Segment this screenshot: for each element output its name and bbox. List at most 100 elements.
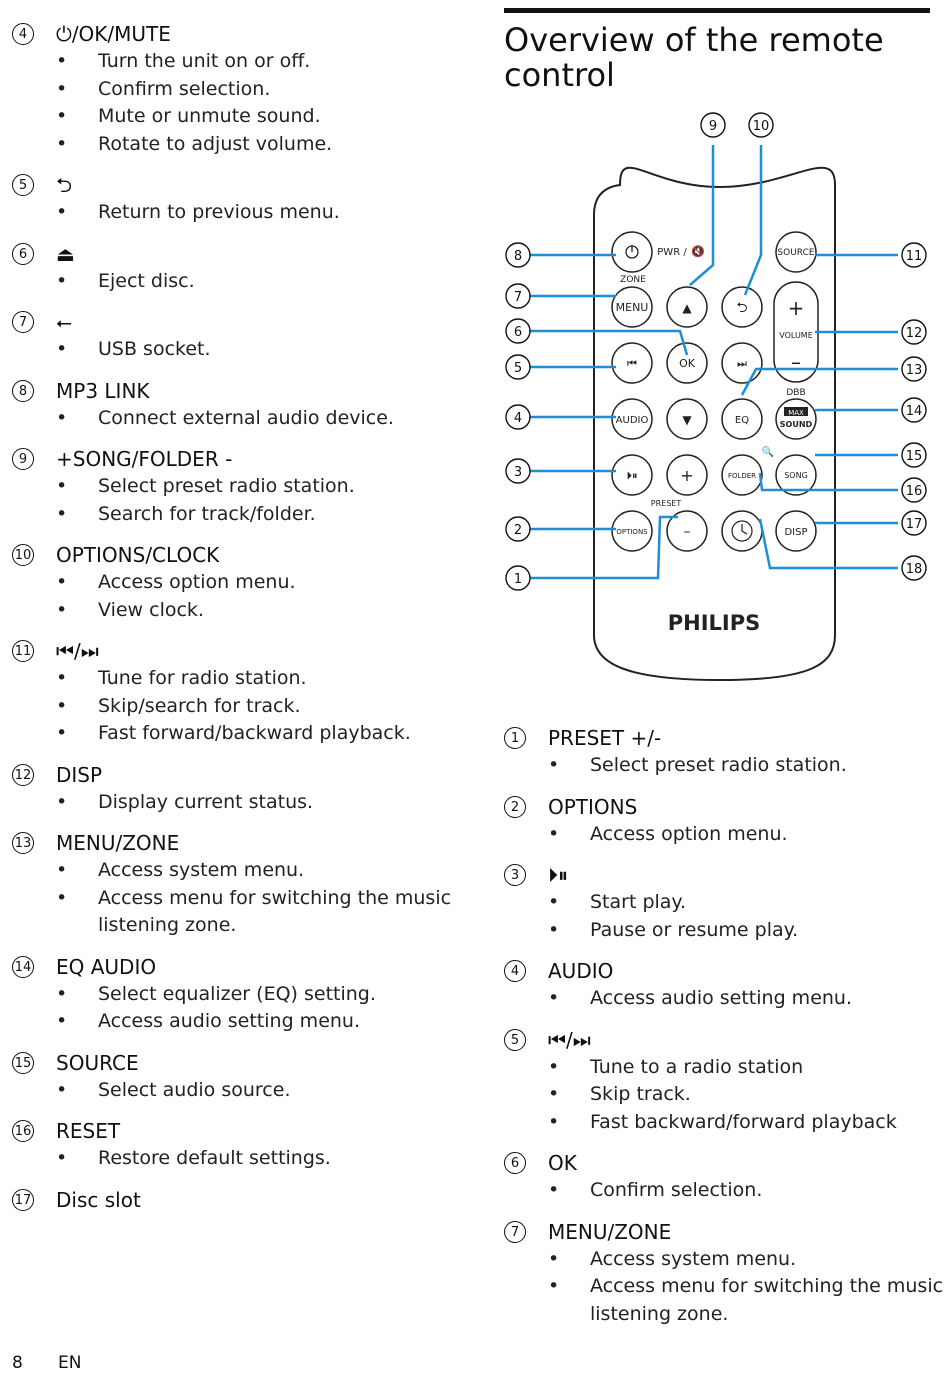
left-column: 4⏻/OK/MUTETurn the unit on or off.Confir… xyxy=(12,20,482,1227)
folder-label: FOLDER xyxy=(728,472,756,480)
callout-number: 2 xyxy=(514,523,522,538)
dbb-label: DBB xyxy=(786,388,805,398)
preset-label: PRESET xyxy=(651,499,682,508)
item-label: ⏻/OK/MUTE xyxy=(56,22,171,46)
callout-number: 15 xyxy=(906,449,923,464)
item-number-badge: 1 xyxy=(504,727,526,749)
item-number-badge: 6 xyxy=(12,242,34,265)
item-number-badge: 5 xyxy=(12,174,34,196)
list-item: 12DISPDisplay current status. xyxy=(12,761,482,830)
bullet-text: Fast backward/forward playback xyxy=(504,1109,944,1137)
item-heading: 5⮌ xyxy=(12,171,482,199)
sound-label: SOUND xyxy=(780,420,813,429)
callout-number: 5 xyxy=(514,361,522,376)
mute-icon: 🔇 xyxy=(691,245,705,258)
options-button xyxy=(611,510,653,552)
callout-badge xyxy=(505,565,531,591)
bullet-text: Skip track. xyxy=(504,1081,944,1109)
callout-number: 16 xyxy=(906,484,923,499)
bullet-text: Restore default settings. xyxy=(12,1145,482,1173)
item-label: +SONG/FOLDER - xyxy=(56,447,233,471)
play-pause-icon: ⏵⏸ xyxy=(627,469,638,482)
item-heading: 6⏏ xyxy=(12,240,482,268)
callout-number: 10 xyxy=(753,119,770,134)
bullet-text: Confirm selection. xyxy=(12,76,482,104)
bullet-text: Tune for radio station. xyxy=(12,665,482,693)
item-number-badge: 15 xyxy=(12,1051,34,1074)
item-label: EQ AUDIO xyxy=(56,954,157,979)
item-label: DISP xyxy=(56,762,103,787)
item-label: OPTIONS/CLOCK xyxy=(56,543,220,567)
list-item: 6OKConfirm selection. xyxy=(504,1149,944,1218)
item-label: ⮌ xyxy=(56,173,73,197)
list-item: 4AUDIOAccess audio setting menu. xyxy=(504,957,944,1026)
bullet-text: Turn the unit on or off. xyxy=(12,48,482,76)
dbb-button xyxy=(775,398,817,440)
next-icon: ⏭ xyxy=(737,357,747,370)
item-number-badge: 7 xyxy=(12,311,34,333)
callout-badge xyxy=(901,510,927,536)
bullet-text: Pause or resume play. xyxy=(504,917,944,945)
list-item: 15SOURCESelect audio source. xyxy=(12,1049,482,1118)
callout-badge xyxy=(901,319,927,345)
bullet-text: Access option menu. xyxy=(504,821,944,849)
list-item: 16 RESETRestore default settings. xyxy=(12,1117,482,1186)
callout-number: 14 xyxy=(906,404,923,419)
bullet-text: Access option menu. xyxy=(12,569,482,597)
item-heading: 11⏮/⏭ xyxy=(12,637,482,665)
item-heading: 3⏵⏸ xyxy=(504,861,944,889)
bullet-text: Start play. xyxy=(504,889,944,917)
list-item: 6⏏Eject disc. xyxy=(12,240,482,309)
item-label: Disc slot xyxy=(56,1187,141,1212)
vol-plus-label: + xyxy=(788,296,805,320)
list-item: 9 +SONG/FOLDER -Select preset radio stati… xyxy=(12,445,482,541)
bullet-text: Select preset radio station. xyxy=(12,473,482,501)
callout-badge xyxy=(505,283,531,309)
list-item: 7⭠USB socket. xyxy=(12,308,482,377)
item-label: ⏮/⏭ xyxy=(56,639,99,663)
callout-number: 13 xyxy=(906,363,923,378)
item-label: MENU/ZONE xyxy=(548,1219,672,1244)
item-heading: 5⏮/⏭ xyxy=(504,1026,944,1054)
clock-icon xyxy=(731,520,753,542)
bullet-text: Access menu for switching the music xyxy=(12,885,482,913)
item-number-badge: 6 xyxy=(504,1152,526,1174)
preset-plus-label: + xyxy=(680,466,693,485)
item-label: RESET xyxy=(56,1119,121,1143)
item-number-badge: 13 xyxy=(12,832,34,854)
callout-number: 7 xyxy=(514,290,522,305)
bullet-text: Access audio setting menu. xyxy=(504,985,944,1013)
list-item: 3⏵⏸Start play.Pause or resume play. xyxy=(504,861,944,957)
bullet-text: Access menu for switching the music xyxy=(504,1273,944,1301)
bullet-text: Mute or unmute sound. xyxy=(12,103,482,131)
item-number-badge: 2 xyxy=(504,795,526,818)
list-item: 4⏻/OK/MUTETurn the unit on or off.Confir… xyxy=(12,20,482,171)
volume-label: VOLUME xyxy=(779,331,813,340)
callout-lines xyxy=(530,145,898,580)
callout-badge xyxy=(505,242,531,268)
prev-button xyxy=(611,342,653,384)
callout-number: 4 xyxy=(514,411,522,426)
callout-badge xyxy=(505,516,531,542)
item-label: ⏵⏸ xyxy=(548,863,568,887)
back-icon: ⮌ xyxy=(736,300,747,316)
down-button xyxy=(666,398,708,440)
max-label: MAX xyxy=(788,409,804,417)
ok-label: OK xyxy=(679,357,696,370)
item-number-badge: 16 xyxy=(12,1120,34,1142)
list-item: 11⏮/⏭Tune for radio station.Skip/search … xyxy=(12,637,482,761)
item-number-badge: 9 xyxy=(12,448,34,470)
bullet-text: Select preset radio station. xyxy=(504,752,944,780)
